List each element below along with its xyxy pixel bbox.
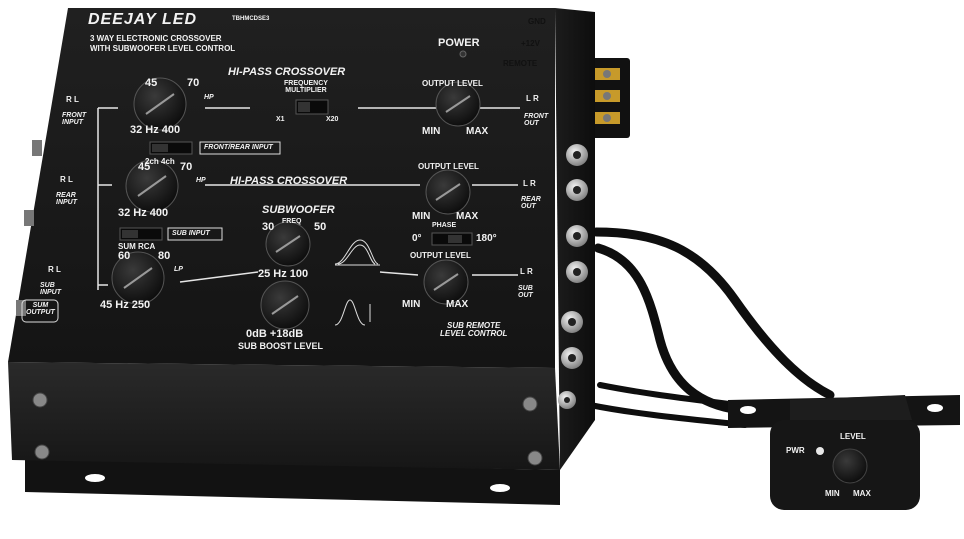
mounting-flange <box>25 458 560 505</box>
screws <box>32 392 543 466</box>
sub-input-lr: R L <box>48 265 61 274</box>
ch-switch-label: 2ch 4ch <box>145 157 175 166</box>
front-hpf-knob[interactable] <box>133 77 187 131</box>
boost-label: SUB BOOST LEVEL <box>238 341 324 351</box>
power-terminal-block <box>585 58 630 138</box>
boost-range: 0dB +18dB <box>246 328 304 340</box>
sum-output-box <box>21 299 59 323</box>
multiplier-x20: X20 <box>326 116 339 123</box>
rear-freq-min: 45 <box>138 161 151 173</box>
front-out-lr: L R <box>526 94 539 103</box>
sub-out-label: SUB OUT <box>518 285 533 299</box>
rca-jacks <box>558 144 588 409</box>
model-number: TBHMCDSE3 <box>232 16 270 22</box>
sub-lpf-knob[interactable] <box>111 251 165 305</box>
sub-freq-label: FREQ <box>282 218 302 225</box>
sub-out-lr: L R <box>520 267 533 276</box>
sub-input-tag: SUB INPUT <box>172 230 210 237</box>
sub-output-max: MAX <box>446 299 469 310</box>
front-input-lr: R L <box>66 95 79 104</box>
phase-0: 0° <box>412 233 422 244</box>
sub-lp-min: 60 <box>118 250 131 262</box>
power-label: POWER <box>438 37 480 49</box>
product-line-1: 3 WAY ELECTRONIC CROSSOVER <box>90 34 222 43</box>
sub-input-tag-box <box>167 227 223 241</box>
sub-boost-knob[interactable] <box>260 280 310 330</box>
v12-label: +12V <box>521 39 540 48</box>
remote-pwr-label: PWR <box>786 446 805 455</box>
product-line-2: WITH SUBWOOFER LEVEL CONTROL <box>90 44 236 53</box>
remote-max-label: MAX <box>853 489 871 498</box>
sub-filter-curve-icon <box>334 239 380 266</box>
sub-lp-max: 80 <box>158 250 171 262</box>
front-output-max: MAX <box>466 126 489 137</box>
sub-output-min: MIN <box>402 299 421 310</box>
remote-label: REMOTE <box>503 59 538 68</box>
boost-curve-icon <box>334 299 371 326</box>
front-out-label: FRONT OUT <box>524 113 549 127</box>
sub-lp-range: 45 Hz 250 <box>100 299 151 311</box>
sub-freq-range: 25 Hz 100 <box>258 268 309 280</box>
subwoofer-title: SUBWOOFER <box>262 204 335 216</box>
frequency-multiplier-switch[interactable] <box>295 99 329 115</box>
rear-out-label: REAR OUT <box>521 196 541 210</box>
rear-output-min: MIN <box>412 211 431 222</box>
multiplier-x1: X1 <box>276 116 285 123</box>
sub-freq-knob[interactable] <box>265 221 311 267</box>
phase-180: 180° <box>476 233 497 244</box>
sum-rca-label: SUM RCA <box>118 242 156 251</box>
front-panel <box>8 362 560 470</box>
sub-freq-50: 50 <box>314 221 327 233</box>
front-section-title: HI-PASS CROSSOVER <box>228 66 346 78</box>
front-hp: HP <box>204 94 214 101</box>
multiplier-title: FREQUENCY MULTIPLIER <box>284 80 328 94</box>
front-output-level-label: OUTPUT LEVEL <box>422 79 483 88</box>
rear-out-lr: L R <box>523 179 536 188</box>
phase-switch[interactable] <box>431 232 473 246</box>
sub-output-level-label: OUTPUT LEVEL <box>410 251 471 260</box>
rear-output-max: MAX <box>456 211 479 222</box>
rear-hpf-knob[interactable] <box>125 159 179 213</box>
front-range: 32 Hz 400 <box>130 124 181 136</box>
gnd-label: GND <box>528 17 546 26</box>
sub-output-level-knob[interactable] <box>423 259 469 305</box>
front-input-label: FRONT INPUT <box>62 112 87 126</box>
left-side-connectors <box>16 140 42 316</box>
rear-section-title: HI-PASS CROSSOVER <box>230 175 348 187</box>
sum-rca-switch[interactable] <box>119 227 163 241</box>
remote-level-label: LEVEL <box>840 432 866 441</box>
front-rear-input-tag-box <box>199 141 281 155</box>
phase-label: PHASE <box>432 222 457 229</box>
sub-remote-label: SUB REMOTE LEVEL CONTROL <box>440 321 508 338</box>
front-output-min: MIN <box>422 126 441 137</box>
sum-output-label: SUM OUTPUT <box>26 302 55 316</box>
rear-hp: HP <box>196 177 206 184</box>
rear-input-lr: R L <box>60 175 73 184</box>
remote-level-controller[interactable] <box>728 395 960 510</box>
rear-freq-max: 70 <box>180 161 193 173</box>
power-led <box>459 50 467 58</box>
front-freq-max: 70 <box>187 77 200 89</box>
sub-input-label: SUB INPUT <box>40 282 61 296</box>
sub-lp: LP <box>174 266 183 273</box>
front-output-level-knob[interactable] <box>435 81 481 127</box>
front-rear-input-tag: FRONT/REAR INPUT <box>204 144 273 151</box>
sub-freq-30: 30 <box>262 221 275 233</box>
rear-input-label: REAR INPUT <box>56 192 77 206</box>
rear-output-level-label: OUTPUT LEVEL <box>418 162 479 171</box>
front-freq-min: 45 <box>145 77 158 89</box>
rear-range: 32 Hz 400 <box>118 207 169 219</box>
remote-min-label: MIN <box>825 489 840 498</box>
rear-output-level-knob[interactable] <box>425 169 471 215</box>
brand-logo: DEEJAY LED <box>88 11 197 28</box>
front-rear-input-switch[interactable] <box>149 141 193 155</box>
signal-flow-lines <box>97 107 520 290</box>
remote-cables <box>587 227 835 428</box>
